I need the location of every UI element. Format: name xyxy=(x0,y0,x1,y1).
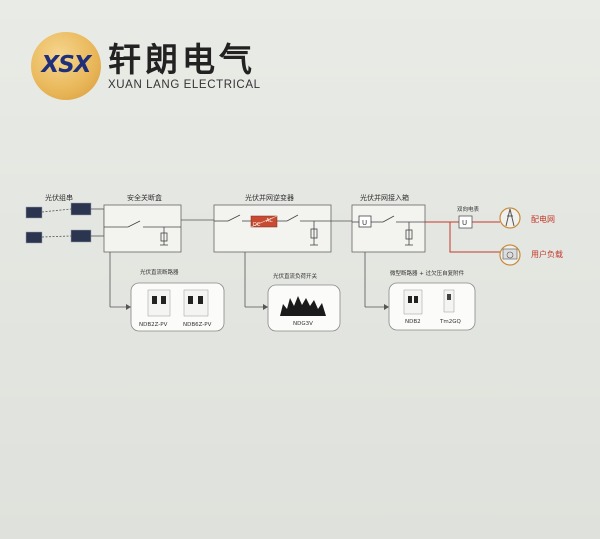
solar-panels-icon xyxy=(25,202,92,244)
dc-switch-title: 光伏直流负荷开关 xyxy=(273,272,318,280)
load-icon xyxy=(499,244,521,266)
inverter-box xyxy=(213,204,332,253)
inverter-dc-label: DC xyxy=(253,222,261,228)
brand-name-en: XUAN LANG ELECTRICAL xyxy=(108,79,261,91)
safety-switch-icon xyxy=(104,220,181,246)
pv-wires xyxy=(41,208,72,238)
mcb-icon xyxy=(403,289,455,315)
inverter-label: 光伏并网逆变器 xyxy=(245,193,294,202)
svg-text:U: U xyxy=(362,219,367,227)
mcb-model-2: Tm2GQ xyxy=(439,319,461,325)
meter-label: 双向电表 xyxy=(457,205,480,213)
grid-label: 配电网 xyxy=(531,214,555,224)
safety-box xyxy=(103,204,182,253)
dc-switch-model: NDG3V xyxy=(293,321,313,327)
grid-box xyxy=(351,204,426,253)
svg-text:U: U xyxy=(462,219,467,227)
grid-tower-icon xyxy=(499,207,521,229)
mcb-card xyxy=(388,282,476,331)
mcb-title: 微型断路器 + 过欠压自复附件 xyxy=(390,269,465,277)
dc-breaker-title: 光伏直流断路器 xyxy=(140,268,179,276)
logo-text: XSX xyxy=(41,52,91,78)
inverter-switch-icon xyxy=(214,214,331,246)
grid-box-label: 光伏并网接入箱 xyxy=(360,193,409,202)
meter-icon xyxy=(458,215,473,229)
dc-breaker-model-2: NDB6Z-PV xyxy=(183,322,212,328)
grid-box-switch-icon xyxy=(352,215,425,246)
safety-box-label: 安全关断盒 xyxy=(127,193,162,202)
dc-breaker-model-1: NDB2Z-PV xyxy=(139,322,168,328)
brand-name-cn: 轩朗电气 xyxy=(108,40,256,79)
logo xyxy=(31,32,101,100)
pv-string-label: 光伏组串 xyxy=(45,193,73,202)
dc-breaker-icon xyxy=(147,289,209,317)
load-label: 用户负载 xyxy=(531,249,563,259)
inverter-icon: DC AC xyxy=(250,215,278,228)
dc-switch-icon xyxy=(280,296,326,316)
mcb-model-1: NDB2 xyxy=(405,319,421,325)
inverter-ac-label: AC xyxy=(266,218,273,224)
